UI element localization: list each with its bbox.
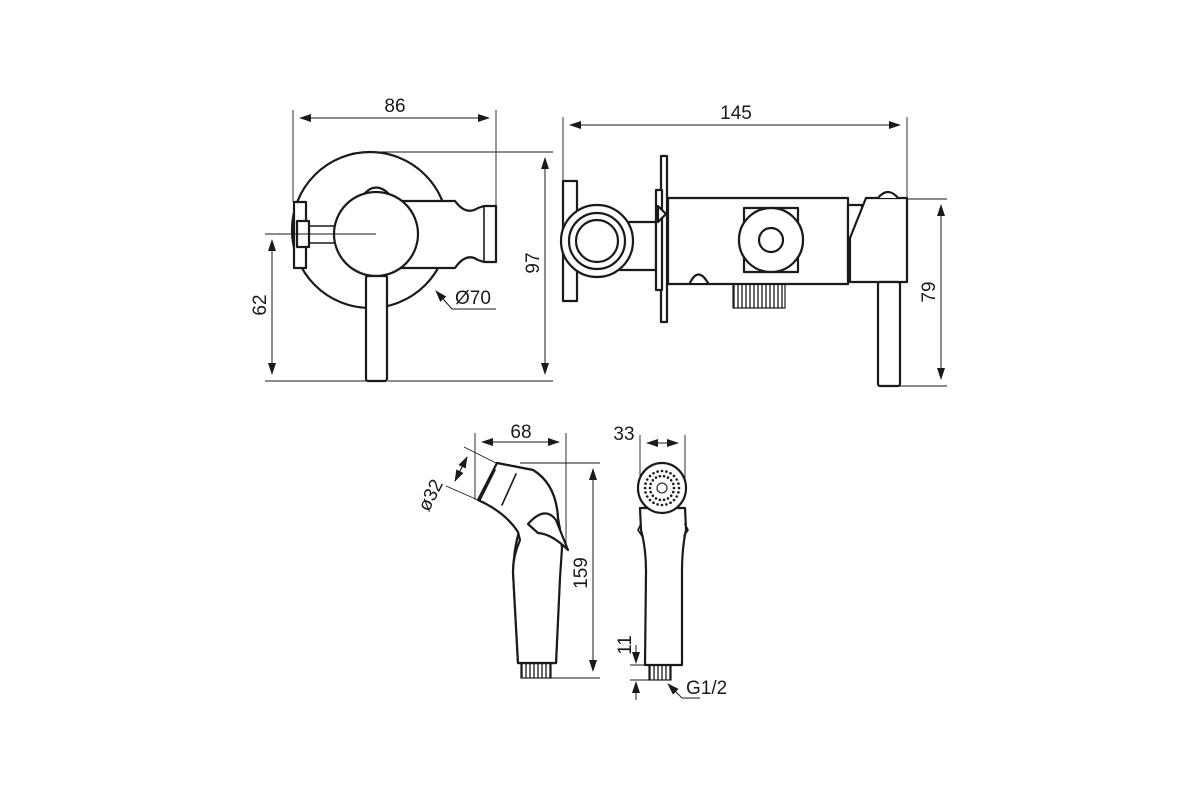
spray-hole: [677, 482, 680, 485]
spray-hole: [643, 486, 647, 490]
dim-front-lever: 62: [250, 294, 271, 315]
spray-hole: [665, 503, 668, 506]
spray-hole: [671, 482, 675, 486]
side-dimensions: 145 79: [562, 103, 947, 387]
spray-hole: [660, 503, 664, 507]
front-view: [290, 150, 498, 383]
spray-hole: [672, 474, 676, 478]
dim-front-width: 86: [384, 96, 405, 117]
side-thread: [732, 282, 786, 309]
front-holder-arm: [393, 199, 498, 270]
dim-shower-thread-height: 11: [615, 635, 636, 655]
dim-shower-length: 68: [510, 422, 531, 443]
spray-hole: [669, 478, 673, 482]
spray-hole: [651, 478, 655, 482]
spray-hole: [662, 498, 666, 502]
spray-hole: [666, 476, 670, 479]
front-lever: [364, 274, 389, 383]
spray-hole: [677, 491, 680, 494]
spray-hole: [666, 497, 670, 500]
spray-hole: [648, 474, 652, 478]
spray-hole: [648, 498, 652, 502]
spray-hole: [658, 474, 662, 478]
spray-hole: [644, 482, 647, 485]
side-lever: [876, 280, 902, 388]
front-dimensions: 86 97 62 Ø70: [250, 96, 553, 382]
spray-hole: [652, 501, 655, 505]
spray-hole: [675, 495, 679, 498]
shower-side-view: [476, 461, 570, 679]
shower-front-body: [638, 506, 688, 667]
shower-spray-holes: [643, 469, 681, 507]
spray-hole: [645, 478, 649, 481]
spray-hole: [649, 482, 653, 486]
spray-hole: [656, 470, 659, 473]
spray-hole: [665, 470, 668, 473]
spray-hole: [644, 491, 647, 494]
spray-hole: [654, 497, 658, 500]
spray-hole: [652, 471, 655, 475]
spray-hole: [651, 494, 655, 498]
spray-hole: [672, 498, 676, 502]
spray-hole: [675, 478, 679, 481]
side-view: [559, 154, 909, 388]
dim-front-diameter: Ø70: [455, 288, 491, 309]
spray-hole: [669, 494, 673, 498]
dim-shower-diameter: ø32: [414, 476, 448, 515]
shower-front-view: [636, 461, 689, 681]
dim-front-height: 97: [523, 252, 544, 273]
spray-hole: [654, 476, 658, 479]
spray-hole: [669, 471, 672, 475]
spray-hole: [648, 486, 652, 490]
dim-shower-thread: G1/2: [686, 678, 727, 699]
spray-hole: [645, 495, 649, 498]
spray-hole: [672, 486, 676, 490]
spray-center: [656, 482, 668, 494]
shower-thread: [520, 662, 552, 679]
spray-hole: [660, 469, 664, 473]
shower-front-thread: [648, 664, 672, 681]
spray-hole: [669, 501, 672, 505]
spray-hole: [658, 498, 662, 502]
shower-front-dimensions: 33 11 G1/2: [613, 424, 727, 700]
spray-hole: [671, 490, 675, 494]
dim-shower-side-width: 33: [613, 424, 634, 445]
shower-side-dimensions: 68 ø32 159: [414, 422, 600, 679]
spray-hole: [649, 490, 653, 494]
spray-hole: [656, 503, 659, 506]
spray-hole: [662, 474, 666, 478]
dim-shower-height: 159: [571, 557, 592, 589]
dim-side-height: 79: [919, 281, 940, 302]
shower-trigger: [526, 512, 570, 552]
dim-side-length: 145: [720, 103, 752, 124]
spray-hole: [677, 486, 681, 490]
